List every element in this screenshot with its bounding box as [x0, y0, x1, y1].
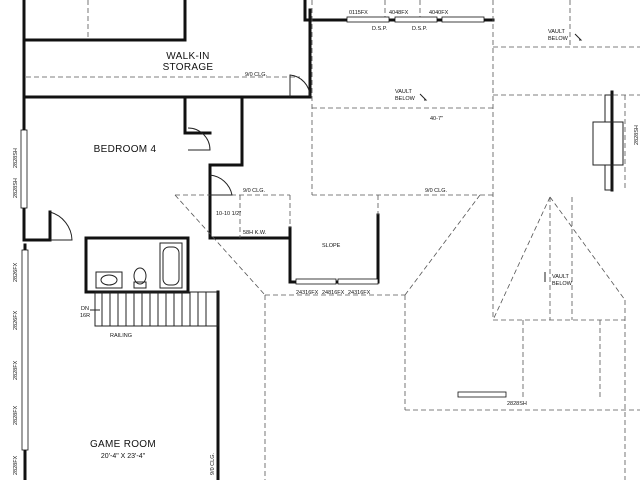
ceiling-center-note: 9/0 CLG. [425, 188, 447, 194]
vault-arrows [419, 33, 583, 282]
ceiling-game-note: 9/0 CLG. [210, 453, 216, 475]
game-room-size: 20'-4" X 23'-4" [101, 453, 146, 460]
vault-2-note-b: BELOW [548, 36, 569, 42]
bathroom-fixtures [95, 242, 183, 289]
dsp-2-note: D.S.P. [412, 26, 428, 32]
window-left-4: 2826FX [13, 310, 19, 330]
notes: 9/0 CLG. 9/0 CLG. 9/0 CLG. 9/0 CLG. VAUL… [80, 26, 573, 475]
railing-note: RAILING [110, 333, 132, 339]
ceiling-storage-note: 9/0 CLG. [245, 72, 267, 78]
walk-in-label-line1: WALK-IN [166, 51, 209, 62]
window-left-3: 2826FX [13, 262, 19, 282]
dsp-1-note: D.S.P. [372, 26, 388, 32]
bedroom-4-label: BEDROOM 4 [94, 144, 157, 155]
window-dormer-1: 24316FX [296, 290, 319, 296]
stair-risers-note: 16R [80, 313, 90, 319]
stair [90, 291, 219, 327]
window-bottom-right: 2828SH [507, 401, 527, 407]
fireplace [592, 94, 624, 191]
vault-1-note-a: VAULT [395, 89, 413, 95]
hall-width-note: 10-10 1/2" [216, 211, 241, 217]
window-left-5: 2828FX [13, 360, 19, 380]
window-dormer-3: 24316FX [348, 290, 371, 296]
vault-3-note-b: BELOW [552, 281, 573, 287]
kneewall-note: 58H K.W. [243, 230, 267, 236]
window-left-6: 2828FX [13, 405, 19, 425]
window-top-3: 4040FX [429, 10, 449, 16]
window-top-2: 4048FX [389, 10, 409, 16]
window-graphics [20, 16, 507, 451]
dashed-lines [26, 0, 640, 480]
walls [22, 0, 614, 480]
window-left-7: 2828FX [13, 455, 19, 475]
vault-3-note-a: VAULT [552, 274, 570, 280]
stair-dn-note: DN [81, 306, 89, 312]
vault-1-note-b: BELOW [395, 96, 416, 102]
room-labels: WALK-IN STORAGE BEDROOM 4 GAME ROOM 20'-… [90, 51, 213, 460]
window-dormer-2: 24816FX [322, 290, 345, 296]
window-top-1: 0115FX [349, 10, 368, 16]
walk-in-label-line2: STORAGE [163, 62, 214, 73]
window-right-side: 2828SH [634, 125, 640, 145]
window-left-2: 2828SH [13, 178, 19, 198]
span-note: 40-7" [430, 116, 443, 122]
slope-note: SLOPE [322, 243, 341, 249]
window-labels: 0115FX 4048FX 4040FX 24316FX 24816FX 243… [13, 10, 640, 475]
game-room-label: GAME ROOM [90, 439, 156, 450]
ceiling-hall-note: 9/0 CLG. [243, 188, 265, 194]
window-left-1: 2828SH [13, 148, 19, 168]
doors [49, 74, 311, 241]
vault-2-note-a: VAULT [548, 29, 566, 35]
